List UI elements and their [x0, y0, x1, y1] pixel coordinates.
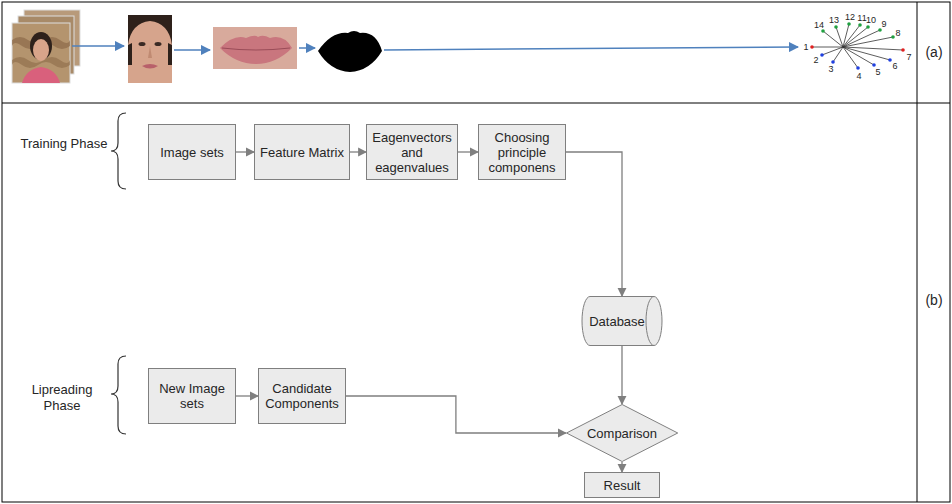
phase-label: Lipreading Phase — [16, 382, 108, 414]
callout-number: 9 — [881, 19, 886, 29]
lip-mask — [318, 31, 382, 72]
node-text: Eagenvectors and eagenvalues — [367, 130, 457, 175]
text-holder: Candidate Components — [259, 381, 345, 411]
process-box: Eagenvectors and eagenvalues — [366, 124, 458, 180]
panel-label: (a) — [920, 44, 948, 61]
process-box: Choosing principle componens — [478, 124, 566, 180]
node-text: Database — [582, 314, 662, 329]
phase-bracket — [111, 356, 126, 434]
node-text: Candidate Components — [259, 381, 345, 411]
text-holder: Result — [585, 478, 659, 493]
flow-arrow — [350, 151, 366, 152]
process-box: Result — [584, 472, 660, 498]
text-holder: Comparison — [566, 426, 678, 441]
flow-arrow — [236, 151, 254, 152]
lips-crop — [213, 27, 297, 69]
node-text: Feature Matrix — [255, 145, 349, 160]
flow-arrow — [458, 151, 478, 152]
node-text: Comparison — [566, 426, 678, 441]
callout-number: 12 — [845, 12, 855, 22]
callout-number: 6 — [892, 61, 897, 71]
flow-arrow — [346, 396, 566, 433]
phase-bracket — [111, 113, 126, 189]
face-crop — [128, 15, 172, 83]
callout-number: 4 — [856, 71, 861, 81]
callout-number: 14 — [814, 20, 824, 30]
flow-arrow — [621, 346, 622, 404]
callout-number: 5 — [875, 67, 880, 77]
flow-arrow — [621, 462, 622, 472]
panel-label: (b) — [920, 292, 948, 309]
callout-number: 3 — [828, 64, 833, 74]
panel-divider — [2, 103, 950, 104]
lip-radial-lines — [812, 24, 903, 68]
process-arrow — [72, 46, 798, 50]
process-box: Candidate Components — [258, 368, 346, 424]
photo-stack — [12, 10, 80, 83]
text-holder: Image sets — [149, 145, 235, 160]
text-holder: Database — [582, 314, 662, 329]
text-holder: Feature Matrix — [255, 145, 349, 160]
database-cylinder: Database — [582, 296, 662, 346]
text-holder: New Image sets — [149, 381, 235, 411]
text-holder: Choosing principle componens — [479, 130, 565, 175]
process-box: Feature Matrix — [254, 124, 350, 180]
panel-divider — [917, 2, 918, 502]
lip-points — [810, 22, 905, 70]
callout-number: 7 — [906, 52, 911, 62]
process-box: New Image sets — [148, 368, 236, 424]
node-text: Choosing principle componens — [479, 130, 565, 175]
flow-arrow — [236, 395, 258, 396]
callout-number: 10 — [866, 15, 876, 25]
text-holder: Eagenvectors and eagenvalues — [367, 130, 457, 175]
callout-number: 8 — [895, 28, 900, 38]
callout-number: 13 — [829, 15, 839, 25]
node-text: Result — [585, 478, 659, 493]
flow-arrow — [566, 152, 622, 296]
decision-diamond: Comparison — [566, 404, 678, 462]
phase-label: Training Phase — [20, 136, 108, 152]
callout-number: 11 — [857, 13, 866, 23]
node-text: Image sets — [149, 145, 235, 160]
process-box: Image sets — [148, 124, 236, 180]
callout-number: 1 — [803, 42, 808, 52]
callout-number: 2 — [813, 55, 818, 65]
node-text: New Image sets — [149, 381, 235, 411]
